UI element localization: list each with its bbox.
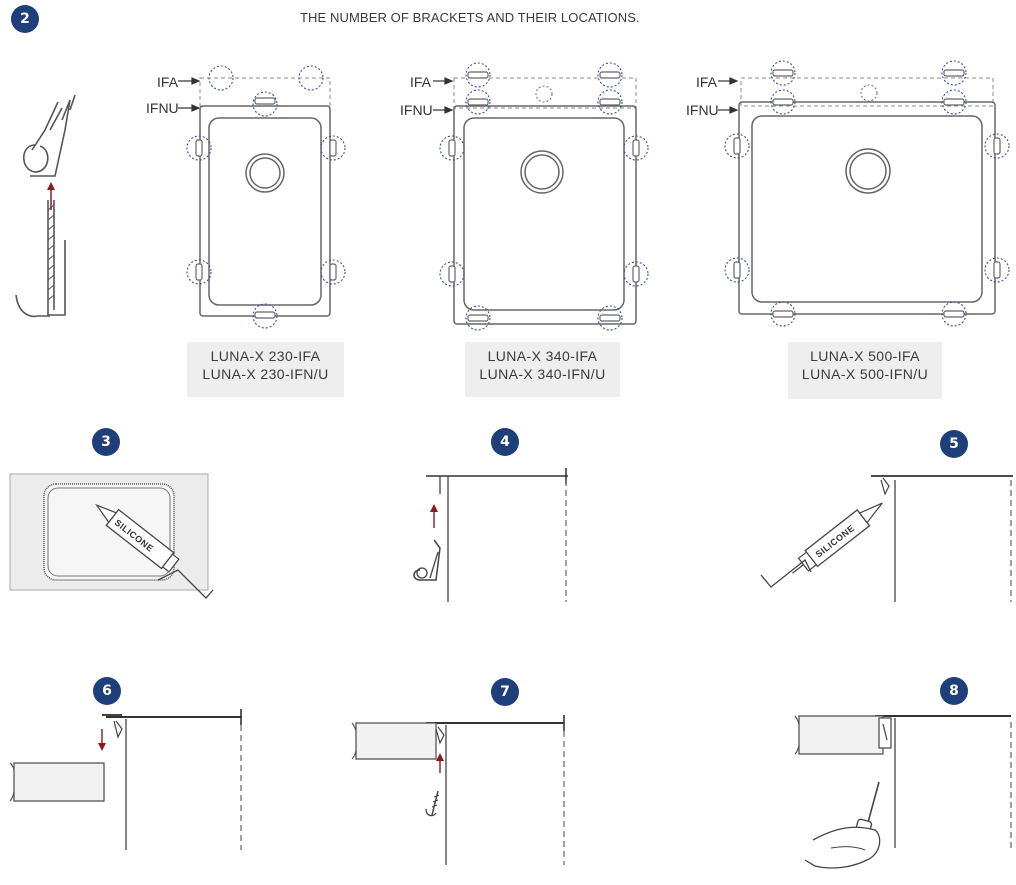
step-8-screwdriver-illustration: [794, 715, 1012, 869]
section-heading: THE NUMBER OF BRACKETS AND THEIR LOCATIO…: [300, 10, 640, 25]
sink-230-diagram: [178, 65, 346, 329]
step-5-badge: 5: [940, 430, 968, 458]
step-2-badge: 2: [11, 5, 39, 33]
step-3-silicone-illustration: SILICONE: [9, 473, 214, 599]
step-6-badge: 6: [93, 677, 121, 705]
ifa-label: IFA: [157, 74, 179, 90]
sink-340-diagram: [433, 62, 649, 331]
step-6-illustration: [9, 709, 242, 850]
step-8-badge: 8: [940, 677, 968, 705]
step-5-silicone-gun-illustration: SILICONE: [760, 475, 1013, 602]
step-3-badge: 3: [92, 428, 120, 456]
ifnu-label: IFNU: [686, 102, 719, 118]
ifa-label: IFA: [696, 74, 718, 90]
down-arrow-icon: [98, 729, 106, 751]
step-7-badge: 7: [491, 678, 519, 706]
ifa-label: IFA: [410, 74, 432, 90]
up-arrow-icon: [430, 504, 438, 528]
ifnu-label: IFNU: [146, 100, 179, 116]
ifnu-label: IFNU: [400, 102, 433, 118]
up-arrow-icon: [47, 182, 55, 210]
step-4-badge: 4: [491, 428, 519, 456]
step-4-illustration: [413, 468, 568, 602]
up-arrow-icon: [436, 753, 444, 773]
sink-500-diagram: [718, 60, 1010, 327]
bracket-clip-illustration: [15, 94, 76, 318]
step-7-illustration: [351, 715, 565, 865]
